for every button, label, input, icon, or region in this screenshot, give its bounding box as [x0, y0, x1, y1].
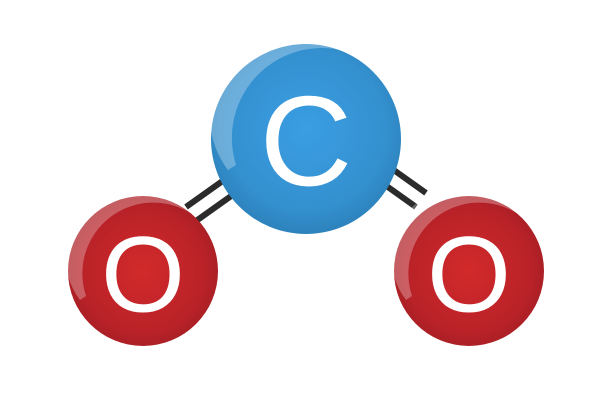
atom-label-oxygen-right: O — [427, 214, 511, 335]
highlight-shine — [391, 186, 518, 300]
atom-oxygen-left: O — [65, 186, 218, 346]
atom-carbon: C — [209, 26, 401, 234]
highlight-shine — [65, 186, 192, 300]
highlight-shine — [209, 26, 370, 170]
atom-oxygen-right: O — [391, 186, 544, 346]
atom-label-carbon: C — [260, 71, 352, 214]
atom-label-oxygen-left: O — [101, 214, 185, 335]
